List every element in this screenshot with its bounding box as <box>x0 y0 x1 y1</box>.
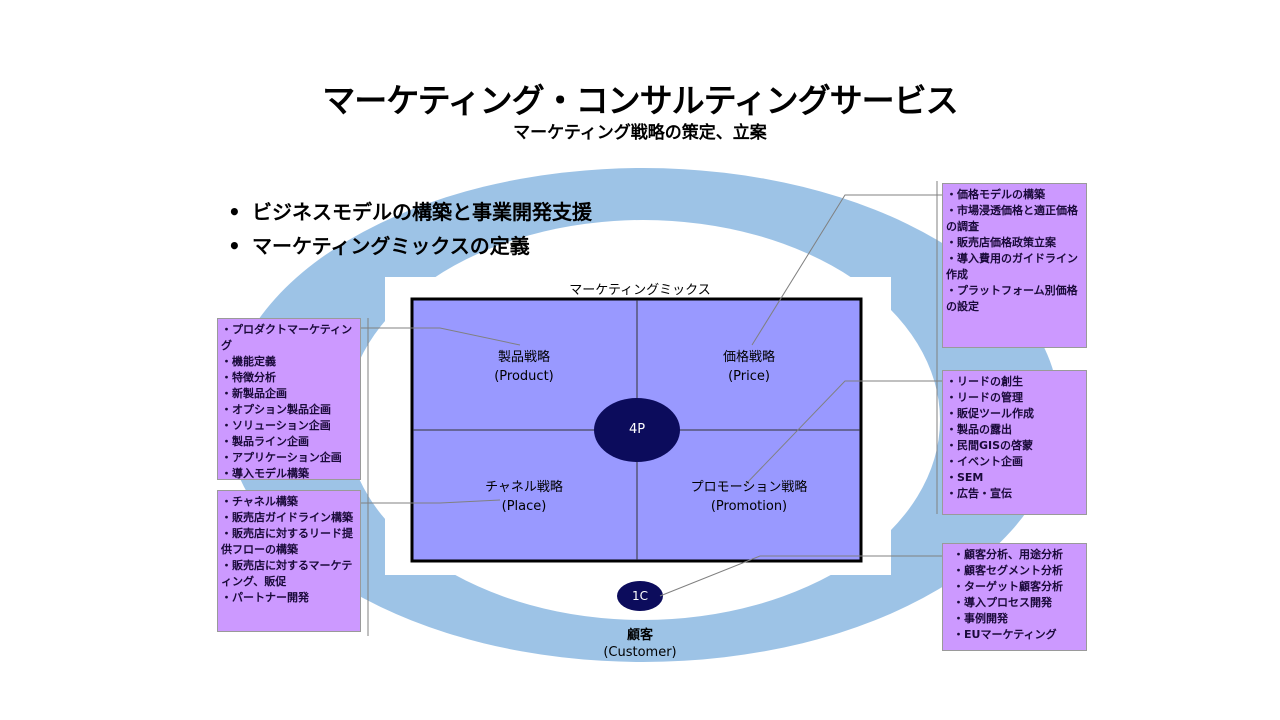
list-item: ・新製品企画 <box>221 387 287 400</box>
place-tasks-box: ・チャネル構築 ・販売店ガイドライン構築 ・販売店に対するリード提供フローの構築… <box>217 490 361 632</box>
quadrant-place: チャネル戦略 (Place) <box>414 478 634 516</box>
quadrant-price: 価格戦略 (Price) <box>639 348 859 386</box>
center-circle-label: 4P <box>628 422 646 437</box>
page-title: マーケティング・コンサルティングサービス <box>322 81 958 120</box>
quadrant-price-jp: 価格戦略 <box>722 350 775 365</box>
list-item: ・販売店に対するマーケティング、販促 <box>221 559 353 588</box>
quadrant-promotion-en: (Promotion) <box>710 499 788 514</box>
list-item: ・製品ライン企画 <box>221 435 309 448</box>
list-item: ・リードの管理 <box>946 391 1023 404</box>
quadrant-product-en: (Product) <box>494 369 554 384</box>
list-item: ・ターゲット顧客分析 <box>953 580 1063 593</box>
list-item: ・価格モデルの構築 <box>946 188 1045 201</box>
quadrant-price-en: (Price) <box>728 369 770 384</box>
customer-tasks-box: ・顧客分析、用途分析 ・顧客セグメント分析 ・ターゲット顧客分析 ・導入プロセス… <box>942 543 1087 651</box>
bullet-dot-icon: • <box>228 200 241 224</box>
list-item: ・導入プロセス開発 <box>953 596 1052 609</box>
list-item: ・プラットフォーム別価格の設定 <box>946 284 1078 313</box>
list-item: ・販促ツール作成 <box>946 407 1034 420</box>
list-item: ・アプリケーション企画 <box>221 451 342 464</box>
list-item: ・プロダクトマーケティング <box>221 323 353 352</box>
list-item: ・民間GISの啓蒙 <box>946 439 1034 452</box>
list-item: ・製品の露出 <box>946 423 1012 436</box>
list-item: ・販売店に対するリード提供フローの構築 <box>221 527 353 556</box>
list-item: ・特徴分析 <box>221 371 276 384</box>
list-item: ・顧客セグメント分析 <box>953 564 1063 577</box>
connector-product <box>360 327 521 346</box>
price-tasks-box: ・価格モデルの構築 ・市場浸透価格と適正価格の調査 ・販売店価格政策立案 ・導入… <box>942 183 1087 348</box>
quadrant-promotion-jp: プロモーション戦略 <box>690 480 808 495</box>
bullet-list: • ビジネスモデルの構築と事業開発支援 • マーケティングミックスの定義 <box>228 198 592 266</box>
center-circle <box>594 398 680 462</box>
bullet-item: • マーケティングミックスの定義 <box>228 232 592 266</box>
list-item: ・広告・宣伝 <box>946 487 1012 500</box>
list-item: ・機能定義 <box>221 355 276 368</box>
bullet-text: ビジネスモデルの構築と事業開発支援 <box>252 200 592 224</box>
product-tasks-box: ・プロダクトマーケティング ・機能定義 ・特徴分析 ・新製品企画 ・オプション製… <box>217 318 361 480</box>
list-item: ・ソリューション企画 <box>221 419 331 432</box>
quadrant-promotion: プロモーション戦略 (Promotion) <box>639 478 859 516</box>
quadrant-place-en: (Place) <box>501 499 547 514</box>
bullet-text: マーケティングミックスの定義 <box>252 234 530 258</box>
bullet-dot-icon: • <box>228 234 241 258</box>
list-item: ・事例開発 <box>953 612 1008 625</box>
list-item: ・顧客分析、用途分析 <box>953 548 1063 561</box>
customer-label-en: (Customer) <box>603 645 677 660</box>
connector-place <box>360 499 501 504</box>
list-item: ・販売店価格政策立案 <box>946 236 1056 249</box>
quadrant-product: 製品戦略 (Product) <box>414 348 634 386</box>
connector-promotion <box>744 380 943 486</box>
connector-price <box>751 194 943 346</box>
list-item: ・SEM <box>946 471 984 484</box>
customer-label-jp: 顧客 <box>626 628 653 643</box>
list-item: ・リードの創生 <box>946 375 1023 388</box>
quadrant-product-jp: 製品戦略 <box>497 350 550 365</box>
customer-circle-label: 1C <box>631 589 648 603</box>
list-item: ・パートナー開発 <box>221 591 309 604</box>
list-item: ・EUマーケティング <box>953 628 1057 641</box>
list-item: ・導入モデル構築 <box>221 467 309 480</box>
page-subtitle: マーケティング戦略の策定、立案 <box>513 123 767 143</box>
list-item: ・市場浸透価格と適正価格の調査 <box>946 204 1078 233</box>
promotion-tasks-box: ・リードの創生 ・リードの管理 ・販促ツール作成 ・製品の露出 ・民間GISの啓… <box>942 370 1087 515</box>
marketing-mix-label: マーケティングミックス <box>569 283 711 298</box>
list-item: ・導入費用のガイドライン作成 <box>946 252 1078 281</box>
bullet-item: • ビジネスモデルの構築と事業開発支援 <box>228 198 592 232</box>
connector-customer <box>659 555 943 597</box>
customer-circle <box>617 581 663 611</box>
list-item: ・イベント企画 <box>946 455 1023 468</box>
list-item: ・オプション製品企画 <box>221 403 331 416</box>
list-item: ・販売店ガイドライン構築 <box>221 511 353 524</box>
customer-label: 顧客 (Customer) <box>560 627 720 661</box>
quadrant-place-jp: チャネル戦略 <box>485 480 563 495</box>
list-item: ・チャネル構築 <box>221 495 298 508</box>
